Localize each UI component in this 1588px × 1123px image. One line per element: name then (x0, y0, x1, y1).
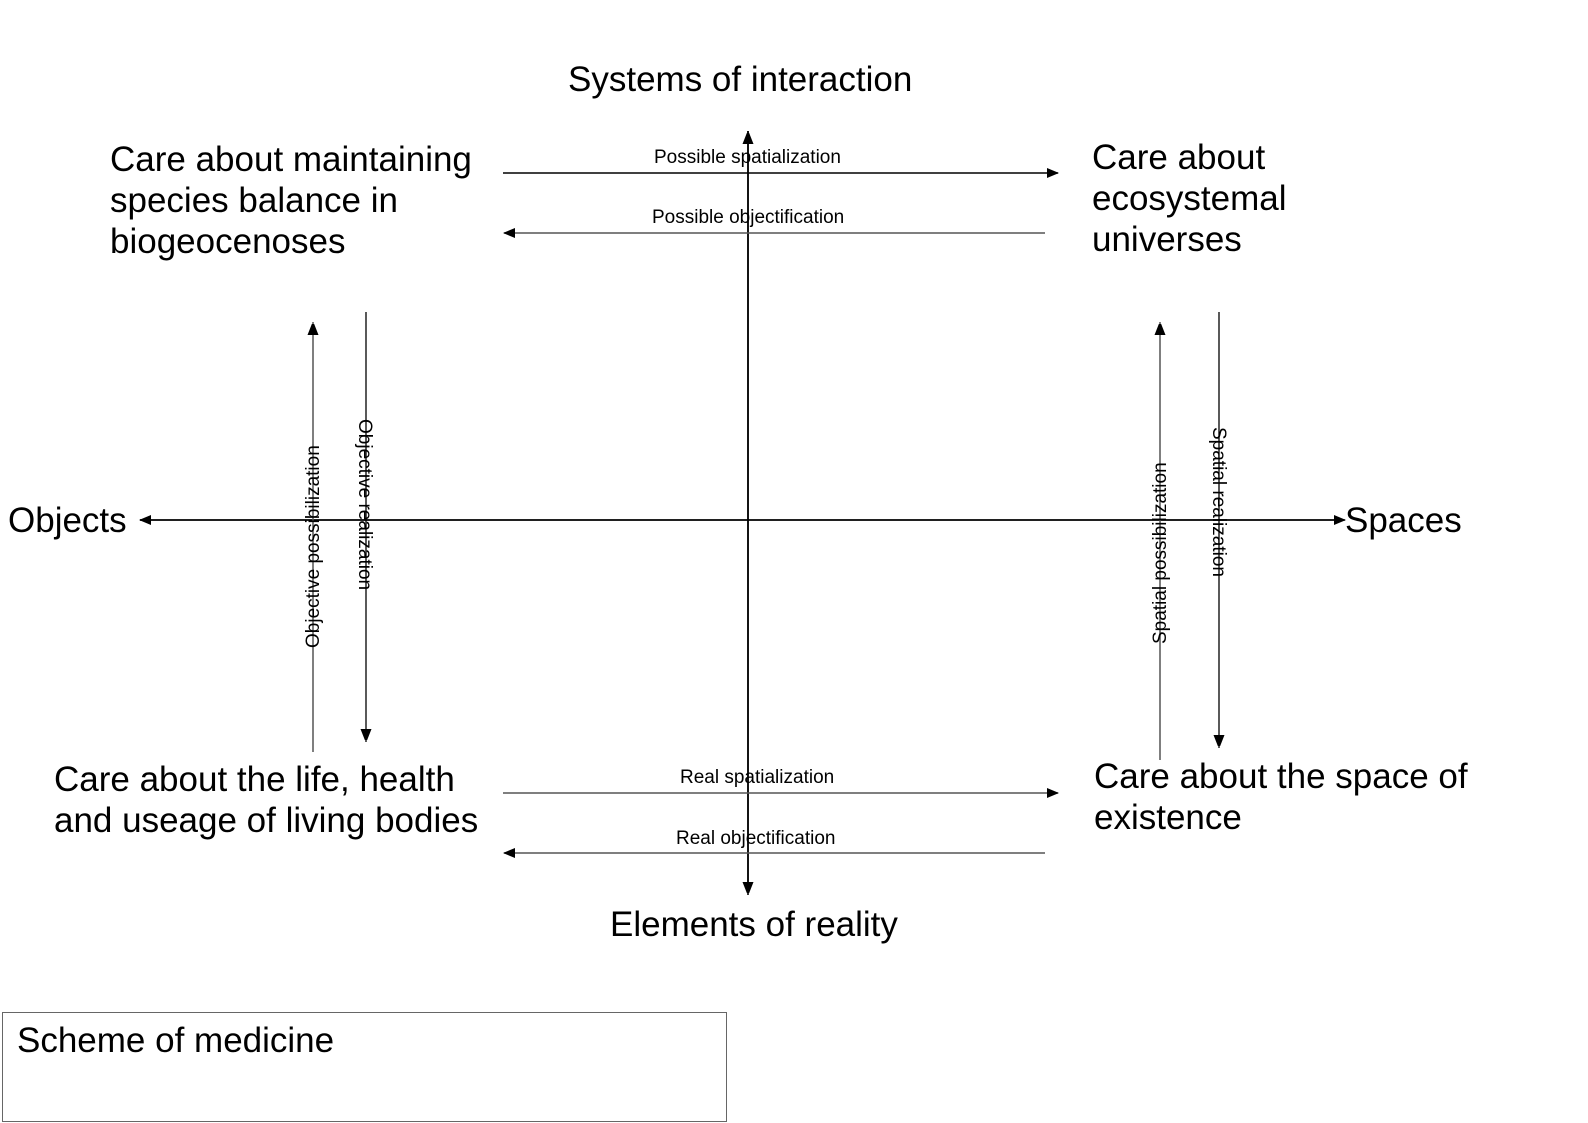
scheme-title-text: Scheme of medicine (17, 1021, 335, 1060)
axis-label-top: Systems of interaction (568, 60, 913, 99)
caption-objective-possibilization: Objective possibilization (303, 445, 324, 648)
caption-spatial-possibilization: Spatial possibilization (1150, 462, 1171, 644)
caption-possible-spatialization: Possible spatialization (654, 147, 841, 168)
caption-possible-objectification: Possible objectification (652, 207, 845, 228)
axis-label-right: Spaces (1345, 501, 1462, 540)
caption-objective-realization: Objective realization (354, 419, 375, 591)
caption-spatial-realization: Spatial realization (1208, 427, 1229, 577)
caption-real-spatialization: Real spatialization (680, 767, 835, 788)
scheme-title-box: Scheme of medicine (2, 1012, 727, 1122)
quadrant-label-bottom-left: Care about the life, health and useage o… (54, 760, 479, 840)
axis-label-bottom: Elements of reality (610, 905, 898, 944)
quadrant-label-top-left: Care about maintaining species balance i… (110, 140, 472, 261)
axis-label-left: Objects (8, 501, 127, 540)
quadrant-label-bottom-right: Care about the space of existence (1094, 757, 1468, 837)
quadrant-label-top-right: Care about ecosystemal universes (1092, 138, 1287, 259)
caption-real-objectification: Real objectification (676, 828, 836, 849)
